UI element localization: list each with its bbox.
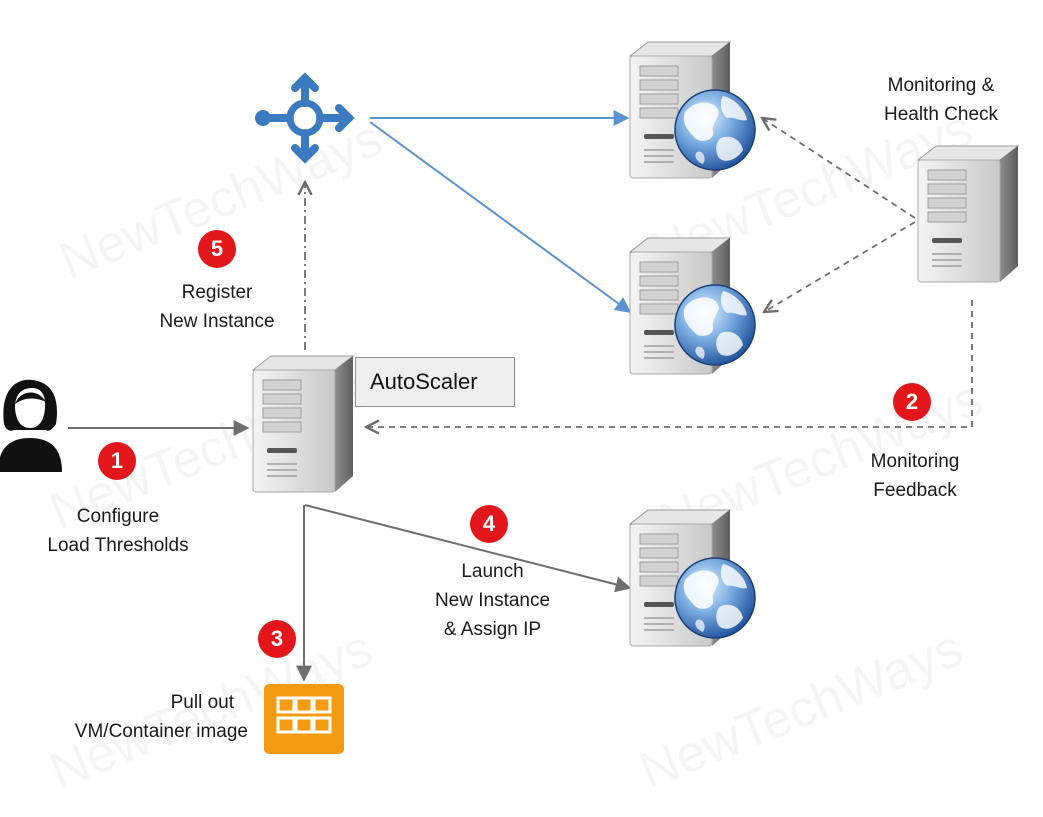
monitoring-feedback-arrow (366, 300, 973, 427)
launch-label: Launch New Instance & Assign IP (434, 561, 551, 640)
launch-arrow (304, 504, 632, 593)
step-1-badge: 1 (98, 442, 136, 480)
monitoring-server-icon (917, 145, 1019, 283)
globe-icon (674, 89, 756, 171)
load-balancer-icon (255, 72, 355, 164)
container-image-icon (264, 684, 344, 754)
autoscaler-server-icon (252, 355, 354, 493)
health-check-arrow-1 (762, 118, 916, 219)
autoscaler-label: AutoScaler (355, 357, 515, 407)
step-4-badge: 4 (470, 505, 508, 543)
register-label: Register New Instance (159, 282, 275, 332)
globe-icon (674, 557, 756, 639)
step-2-badge: 2 (893, 383, 931, 421)
monitoring-feedback-label: Monitoring Feedback (870, 451, 960, 501)
step-5-badge: 5 (198, 230, 236, 268)
user-icon (0, 379, 62, 472)
pull-image-label: Pull out VM/Container image (74, 692, 248, 742)
health-check-arrow-2 (764, 221, 916, 312)
configure-label: Configure Load Thresholds (47, 506, 189, 556)
monitoring-health-label: Monitoring & Health Check (883, 75, 999, 125)
step-3-badge: 3 (258, 620, 296, 658)
globe-icon (674, 284, 756, 366)
lb-to-server2-arrow (369, 121, 632, 313)
